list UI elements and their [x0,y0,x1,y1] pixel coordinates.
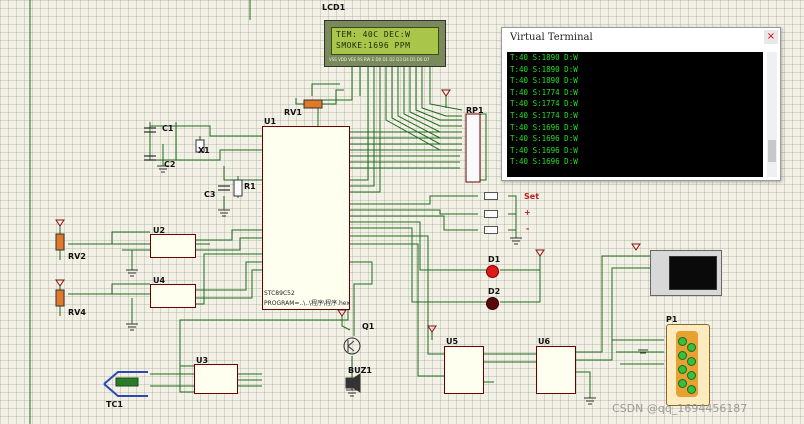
u1-part-label: STC89C52 [264,290,295,297]
u2-label: U2 [153,226,166,235]
minus-button[interactable] [484,226,498,234]
u6-chip[interactable] [536,346,576,394]
tc1-label: TC1 [106,400,123,409]
watermark: CSDN @qq_1694456187 [612,402,748,415]
u2-chip[interactable] [150,234,196,258]
terminal-line: T:40 S:1890 D:W [510,53,578,62]
p1-label: P1 [666,315,678,324]
db9-pin [687,385,696,394]
lcd-screen: TEM: 40C DEC:W SMOKE:1696 PPM [331,27,439,55]
u1-program-label: PROGRAM=..\..\程序\程序.hex [264,300,350,307]
db9-pin [687,371,696,380]
scrollbar-thumb[interactable] [768,140,776,162]
plus-button[interactable] [484,210,498,218]
oled-screen [669,256,717,290]
rv4-label: RV4 [68,308,86,317]
u3-chip[interactable] [194,364,238,394]
x1-label: X1 [198,146,210,155]
db9-pin [687,357,696,366]
set-button[interactable] [484,192,498,200]
d1-led-red[interactable] [486,265,499,278]
terminal-line: T:40 S:1774 D:W [510,99,578,109]
lcd-line-1: TEM: 40C DEC:W [336,30,411,39]
terminal-line: T:40 S:1696 D:W [510,122,578,132]
d2-label: D2 [488,287,501,296]
lcd-ref-label: LCD1 [322,3,346,12]
d2-led-off[interactable] [486,297,499,310]
c1-label: C1 [162,124,174,133]
terminal-line: T:40 S:1774 D:W [510,87,578,97]
db9-pin [687,343,696,352]
db9-pin [678,365,687,374]
db9-pin [678,337,687,346]
db9-pin [678,379,687,388]
c3-label: C3 [204,190,216,199]
rp1-label: RP1 [466,106,484,115]
lcd-line-2: SMOKE:1696 PPM [336,41,411,50]
terminal-scrollbar[interactable] [767,52,777,177]
u3-label: U3 [196,356,209,365]
set-label: Set [524,192,540,201]
lcd-display: TEM: 40C DEC:W SMOKE:1696 PPM VSS VDD VE… [324,20,446,67]
u6-label: U6 [538,337,551,346]
u1-microcontroller[interactable] [262,126,350,310]
minus-label: - [526,224,530,233]
u5-label: U5 [446,337,459,346]
close-icon[interactable]: × [764,30,778,44]
u5-chip[interactable] [444,346,484,394]
u1-label: U1 [264,117,277,126]
u4-label: U4 [153,276,166,285]
oled-display[interactable] [650,250,722,296]
r1-label: R1 [244,182,256,191]
u4-chip[interactable] [150,284,196,308]
terminal-line: T:40 S:1696 D:W [510,134,578,144]
terminal-line: T:40 S:1696 D:W [510,145,578,155]
terminal-title: Virtual Terminal [510,32,593,43]
terminal-line: T:40 S:1890 D:W [510,76,578,86]
virtual-terminal-window[interactable]: Virtual Terminal × T:40 S:1890 D:W T:40 … [501,27,781,181]
terminal-line: T:40 S:1696 D:W [510,157,578,167]
buz1-label: BUZ1 [348,366,372,375]
plus-label: + [524,208,531,217]
terminal-line: T:40 S:1774 D:W [510,110,578,120]
c2-label: C2 [164,160,176,169]
db9-pin [678,351,687,360]
q1-label: Q1 [362,322,375,331]
rv2-label: RV2 [68,252,86,261]
terminal-output[interactable]: T:40 S:1890 D:W T:40 S:1890 D:W T:40 S:1… [507,52,763,177]
terminal-line: T:40 S:1890 D:W [510,64,578,74]
lcd-pin-labels: VSS VDD VEE RS RW E D0 D1 D2 D3 D4 D5 D6… [329,57,430,62]
rv1-label: RV1 [284,108,302,117]
d1-label: D1 [488,255,501,264]
db9-body [676,331,698,397]
db9-connector[interactable] [666,324,710,406]
